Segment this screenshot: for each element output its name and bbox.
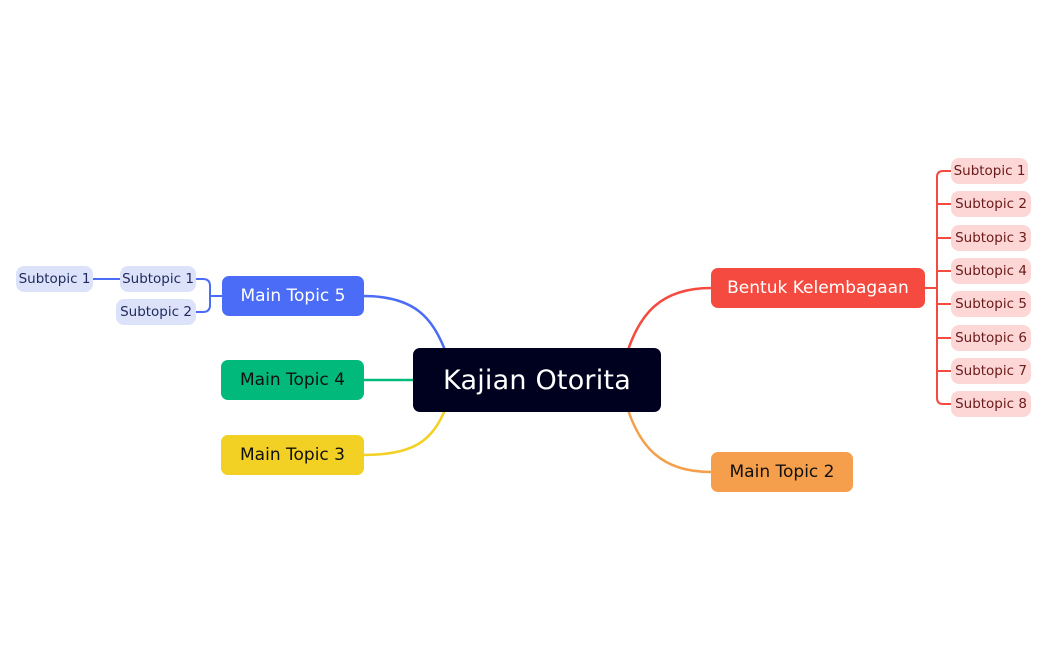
central-topic-label: Kajian Otorita	[443, 364, 631, 396]
subtopic-label: Subtopic 2	[120, 304, 192, 320]
subtopic-node[interactable]: Subtopic 2	[951, 191, 1031, 217]
main-topic-bentuk-kelembagaan[interactable]: Bentuk Kelembagaan	[711, 268, 925, 308]
subtopic-node[interactable]: Subtopic 1	[120, 266, 196, 292]
subtopic-label: Subtopic 1	[18, 271, 91, 287]
subtopic-label: Subtopic 2	[955, 196, 1027, 212]
subtopic-label: Subtopic 1	[122, 271, 194, 287]
main-topic-5[interactable]: Main Topic 5	[222, 276, 364, 316]
main-topic-2[interactable]: Main Topic 2	[711, 452, 853, 492]
subtopic-node[interactable]: Subtopic 3	[951, 225, 1031, 251]
main-topic-label: Bentuk Kelembagaan	[727, 278, 909, 298]
subtopic-node[interactable]: Subtopic 1	[951, 158, 1028, 184]
main-topic-label: Main Topic 2	[729, 462, 835, 482]
main-topic-3[interactable]: Main Topic 3	[221, 435, 364, 475]
subtopic-label: Subtopic 1	[953, 163, 1026, 179]
subtopic-node[interactable]: Subtopic 1	[16, 266, 93, 292]
subtopic-label: Subtopic 3	[955, 230, 1027, 246]
subtopic-label: Subtopic 6	[955, 330, 1027, 346]
subtopic-node[interactable]: Subtopic 7	[951, 358, 1031, 384]
subtopic-label: Subtopic 4	[955, 263, 1027, 279]
subtopic-node[interactable]: Subtopic 4	[951, 258, 1031, 284]
subtopic-node[interactable]: Subtopic 6	[951, 325, 1031, 351]
subtopic-node[interactable]: Subtopic 5	[951, 291, 1031, 317]
main-topic-label: Main Topic 3	[240, 445, 345, 465]
subtopic-node[interactable]: Subtopic 8	[951, 391, 1031, 417]
main-topic-label: Main Topic 4	[240, 370, 345, 390]
main-topic-4[interactable]: Main Topic 4	[221, 360, 364, 400]
subtopic-label: Subtopic 8	[955, 396, 1027, 412]
subtopic-label: Subtopic 7	[955, 363, 1027, 379]
subtopic-node[interactable]: Subtopic 2	[116, 299, 196, 325]
subtopic-label: Subtopic 5	[955, 296, 1027, 312]
central-topic[interactable]: Kajian Otorita	[413, 348, 661, 412]
main-topic-label: Main Topic 5	[240, 286, 346, 306]
